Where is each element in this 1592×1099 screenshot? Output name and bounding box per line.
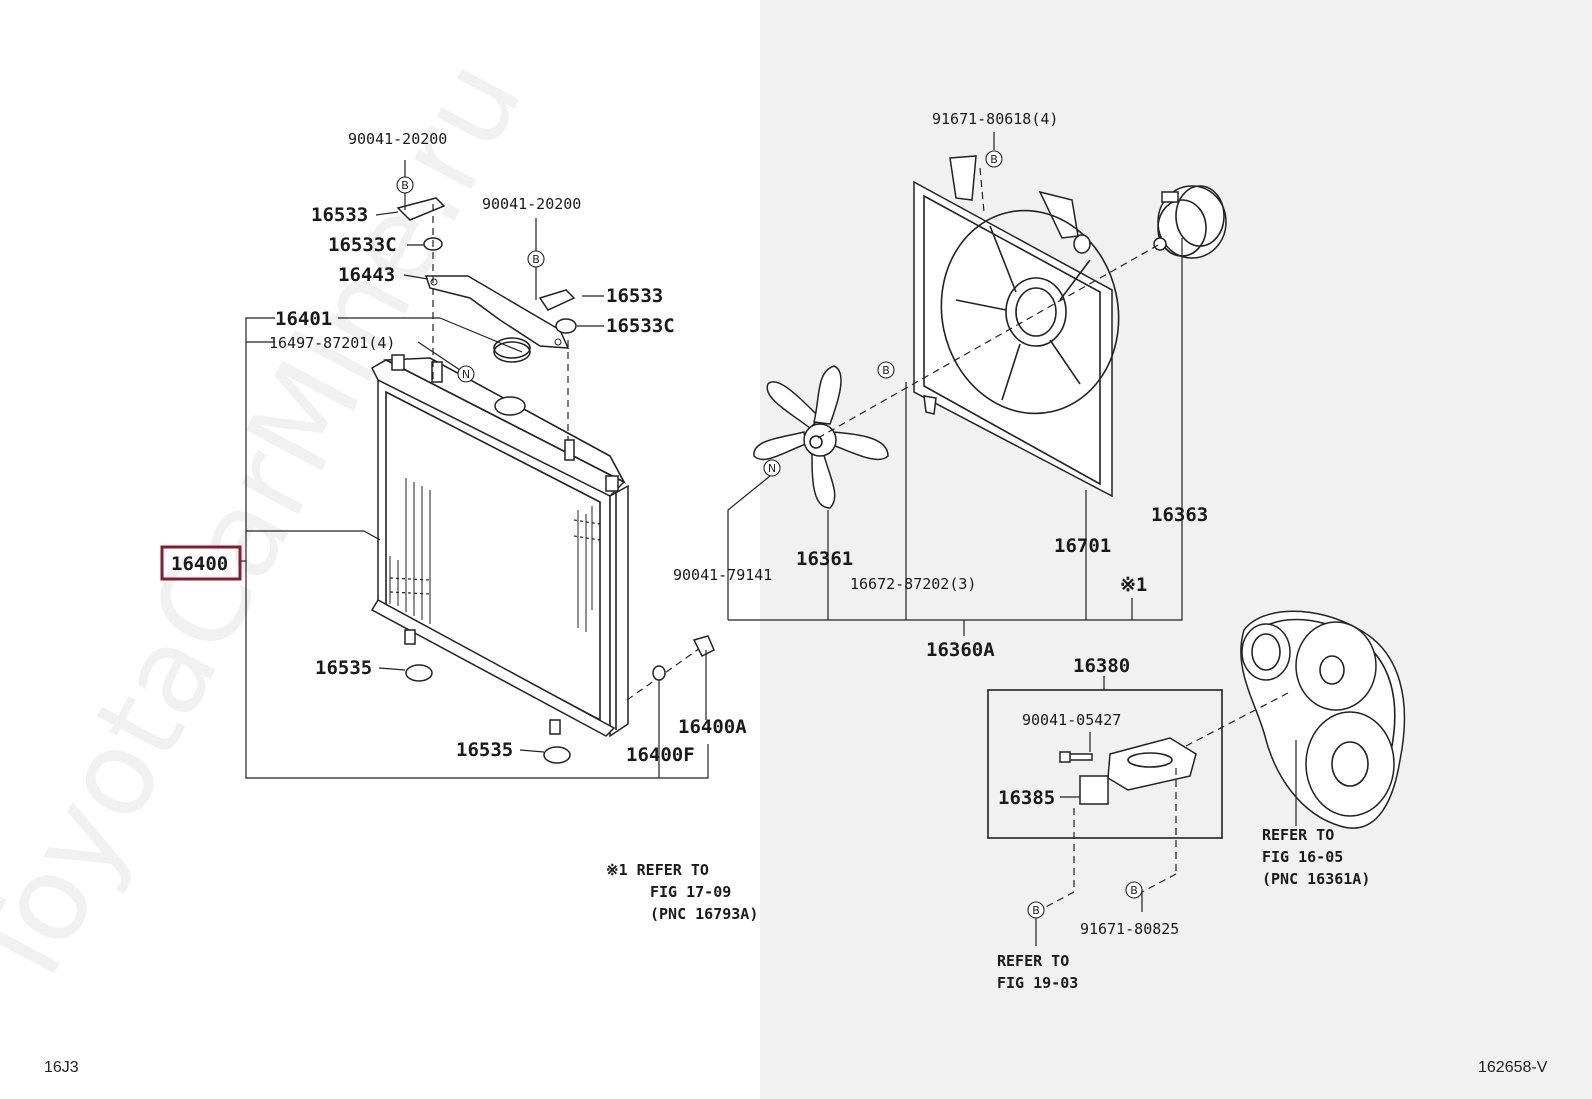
callout-16533c-a[interactable]: 16533C <box>328 234 397 256</box>
svg-text:FIG 16-05: FIG 16-05 <box>1262 848 1343 866</box>
svg-text:REFER TO: REFER TO <box>1262 826 1334 844</box>
svg-text:B: B <box>1032 904 1040 917</box>
callout-16361[interactable]: 16361 <box>796 548 853 570</box>
callout-16533-b[interactable]: 16533 <box>606 285 663 307</box>
belt-pulley-drawing <box>1240 610 1406 829</box>
callout-16497[interactable]: 16497-87201(4) <box>269 334 395 352</box>
callout-16380[interactable]: 16380 <box>1073 655 1130 677</box>
adjusting-bar-drawing <box>987 689 1223 839</box>
note-fig-19-03[interactable]: REFER TO FIG 19-03 <box>997 952 1078 992</box>
highlight-box <box>160 545 242 581</box>
marker-b-6: B <box>1125 881 1143 899</box>
callout-16701[interactable]: 16701 <box>1054 535 1111 557</box>
callout-16533-a[interactable]: 16533 <box>311 204 368 226</box>
radiator-stay-drawing <box>396 197 577 349</box>
marker-b-1: B <box>396 176 414 194</box>
drain-parts-drawing <box>405 635 715 764</box>
svg-text:B: B <box>990 153 998 166</box>
callout-16535-b[interactable]: 16535 <box>456 739 513 761</box>
callout-16443[interactable]: 16443 <box>338 264 395 286</box>
callout-16401[interactable]: 16401 <box>275 308 332 330</box>
svg-text:N: N <box>768 462 776 475</box>
svg-text:N: N <box>462 368 470 381</box>
fan-blade-drawing <box>753 365 889 509</box>
callout-16400f[interactable]: 16400F <box>626 744 695 766</box>
marker-b-5: B <box>1027 901 1045 919</box>
svg-text:FIG 17-09: FIG 17-09 <box>650 883 731 901</box>
callout-16385[interactable]: 16385 <box>998 787 1055 809</box>
svg-text:FIG 19-03: FIG 19-03 <box>997 974 1078 992</box>
callout-90041-79141[interactable]: 90041-79141 <box>673 566 772 584</box>
svg-text:※1 REFER TO: ※1 REFER TO <box>606 861 709 879</box>
fan-shroud-drawing <box>913 155 1120 498</box>
callout-16533c-b[interactable]: 16533C <box>606 315 675 337</box>
leader-lines <box>240 132 1297 946</box>
callout-16360a[interactable]: 16360A <box>926 639 995 661</box>
marker-b-4: B <box>877 361 895 379</box>
marker-n-2: N <box>763 459 781 477</box>
callout-16400[interactable]: 16400 <box>171 553 228 575</box>
callout-91671-80825[interactable]: 91671-80825 <box>1080 920 1179 938</box>
page-code-left: 16J3 <box>44 1059 79 1076</box>
svg-text:B: B <box>532 253 540 266</box>
svg-text:REFER TO: REFER TO <box>997 952 1069 970</box>
callout-90041-20200-b[interactable]: 90041-20200 <box>482 195 581 213</box>
note-fig-16-05[interactable]: REFER TO FIG 16-05 (PNC 16361A) <box>1262 826 1370 888</box>
svg-text:B: B <box>1130 884 1138 897</box>
marker-b-2: B <box>527 250 545 268</box>
fan-motor-drawing <box>1153 185 1227 259</box>
right-panel-background <box>760 0 1592 1099</box>
callout-16672[interactable]: 16672-87202(3) <box>850 575 976 593</box>
callout-star1: ※1 <box>1120 574 1147 596</box>
callout-16400a[interactable]: 16400A <box>678 716 747 738</box>
svg-text:B: B <box>401 179 409 192</box>
callout-90041-20200-a[interactable]: 90041-20200 <box>348 130 447 148</box>
note-star-reference: ※1 REFER TO FIG 17-09 (PNC 16793A) <box>606 861 758 923</box>
radiator-drawing <box>370 337 629 738</box>
callout-90041-05427[interactable]: 90041-05427 <box>1022 711 1121 729</box>
svg-text:(PNC 16793A): (PNC 16793A) <box>650 905 758 923</box>
callout-91671-80618[interactable]: 91671-80618(4) <box>932 110 1058 128</box>
marker-b-3: B <box>985 150 1003 168</box>
callout-16535-a[interactable]: 16535 <box>315 657 372 679</box>
svg-text:(PNC 16361A): (PNC 16361A) <box>1262 870 1370 888</box>
marker-n-1: N <box>457 365 475 383</box>
page-code-right: 162658-V <box>1478 1059 1548 1076</box>
svg-text:B: B <box>882 364 890 377</box>
callout-16363[interactable]: 16363 <box>1151 504 1208 526</box>
